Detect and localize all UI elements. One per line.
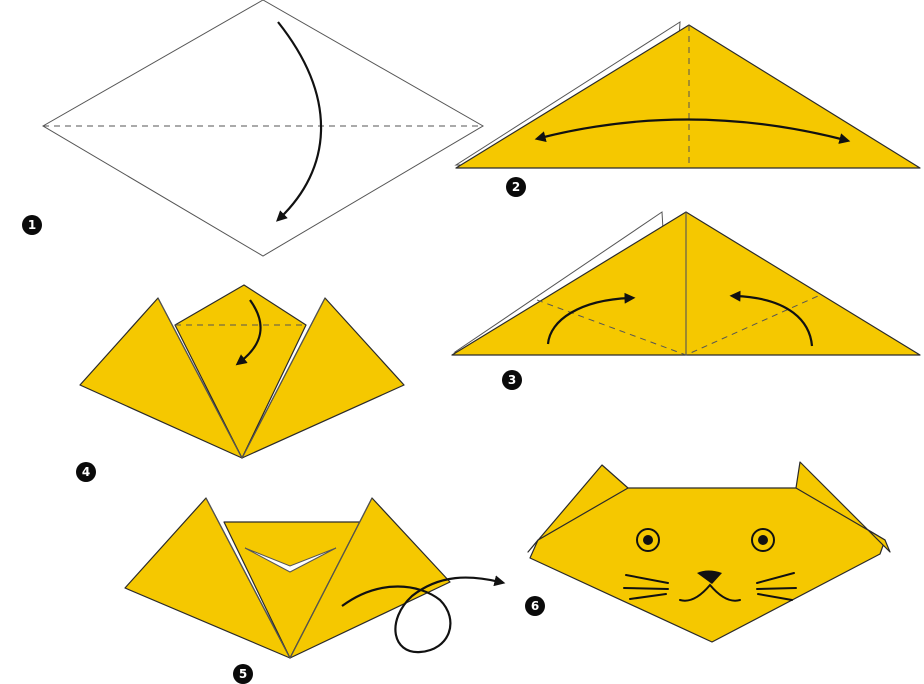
cat-mouth bbox=[679, 583, 741, 602]
curved-arrow-icon bbox=[546, 292, 636, 345]
step-1-diagram bbox=[42, 0, 484, 257]
left-ear bbox=[527, 464, 629, 553]
step-number: 3 bbox=[508, 373, 516, 387]
step-3-diagram bbox=[451, 211, 921, 356]
cat-nose bbox=[697, 570, 722, 584]
step-number: 4 bbox=[82, 465, 90, 479]
right-ear bbox=[795, 461, 891, 553]
crease bbox=[157, 297, 243, 459]
step-badge-5: 5 bbox=[233, 664, 253, 684]
step-badge-3: 3 bbox=[502, 370, 522, 390]
left-whiskers bbox=[623, 574, 669, 600]
paper-square bbox=[42, 0, 484, 257]
folded-tip bbox=[244, 547, 337, 573]
curved-arrow-icon bbox=[276, 21, 323, 222]
step-badge-1: 1 bbox=[22, 215, 42, 235]
step-number: 2 bbox=[512, 180, 520, 194]
left-pupil bbox=[643, 535, 653, 545]
right-pupil bbox=[758, 535, 768, 545]
crease bbox=[241, 297, 326, 459]
cat-face bbox=[529, 487, 886, 643]
step-number: 6 bbox=[531, 599, 539, 613]
step-2-diagram bbox=[454, 21, 921, 169]
center-flap bbox=[174, 284, 307, 459]
crease bbox=[205, 497, 291, 659]
step-badge-2: 2 bbox=[506, 177, 526, 197]
curved-arrow-icon bbox=[729, 290, 814, 347]
loop-arrow-icon bbox=[341, 575, 506, 654]
step-5-diagram bbox=[124, 497, 506, 659]
step-badge-4: 4 bbox=[76, 462, 96, 482]
right-whiskers bbox=[756, 572, 797, 601]
curved-arrow-icon bbox=[235, 299, 262, 366]
step-4-diagram bbox=[79, 284, 405, 459]
step-number: 5 bbox=[239, 667, 247, 681]
step-badge-6: 6 bbox=[525, 596, 545, 616]
crease bbox=[289, 497, 373, 659]
folded-triangle bbox=[455, 24, 921, 169]
double-arrow-icon bbox=[534, 118, 851, 144]
step-6-cat-face bbox=[527, 461, 891, 643]
step-number: 1 bbox=[28, 218, 36, 232]
fold-guide-line bbox=[536, 295, 819, 356]
